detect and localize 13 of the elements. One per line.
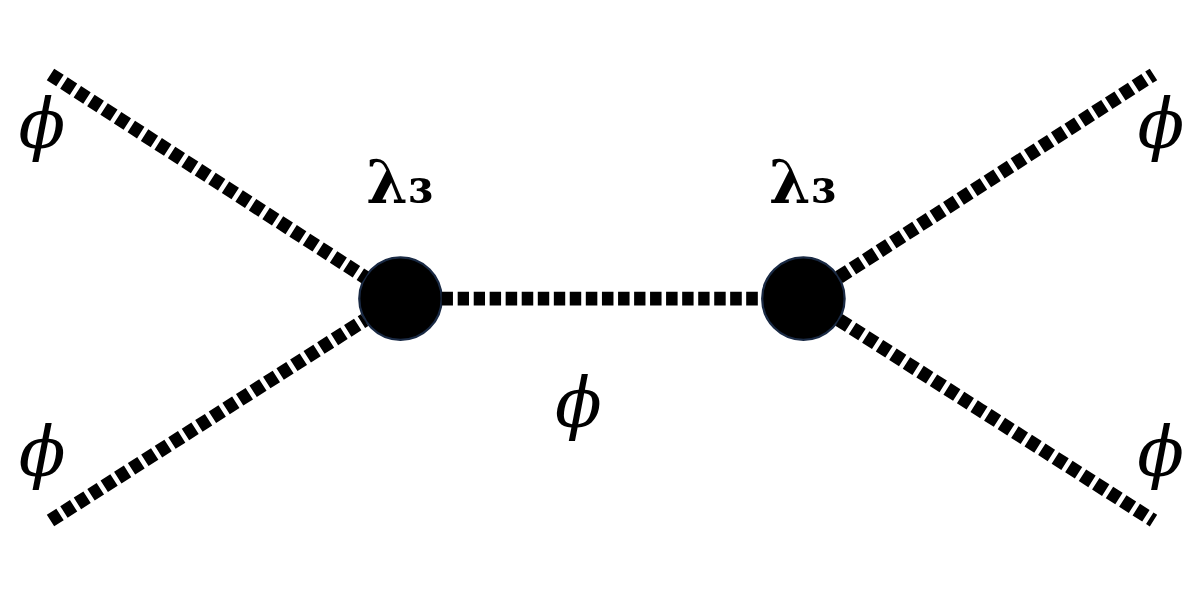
node-circle [761,255,846,341]
edge-label: ϕ [554,362,602,443]
edge-label: ϕ [1137,411,1185,492]
edge-label: ϕ [18,411,66,492]
connector [835,313,1158,526]
connector [46,68,369,283]
connector [46,313,369,526]
edge-label: ϕ [18,83,66,164]
node-label: λ₃ [366,146,434,217]
edge-label: ϕ [1137,83,1185,164]
node-label: λ₃ [769,146,837,217]
connector [835,68,1158,283]
node-circle [358,255,443,341]
